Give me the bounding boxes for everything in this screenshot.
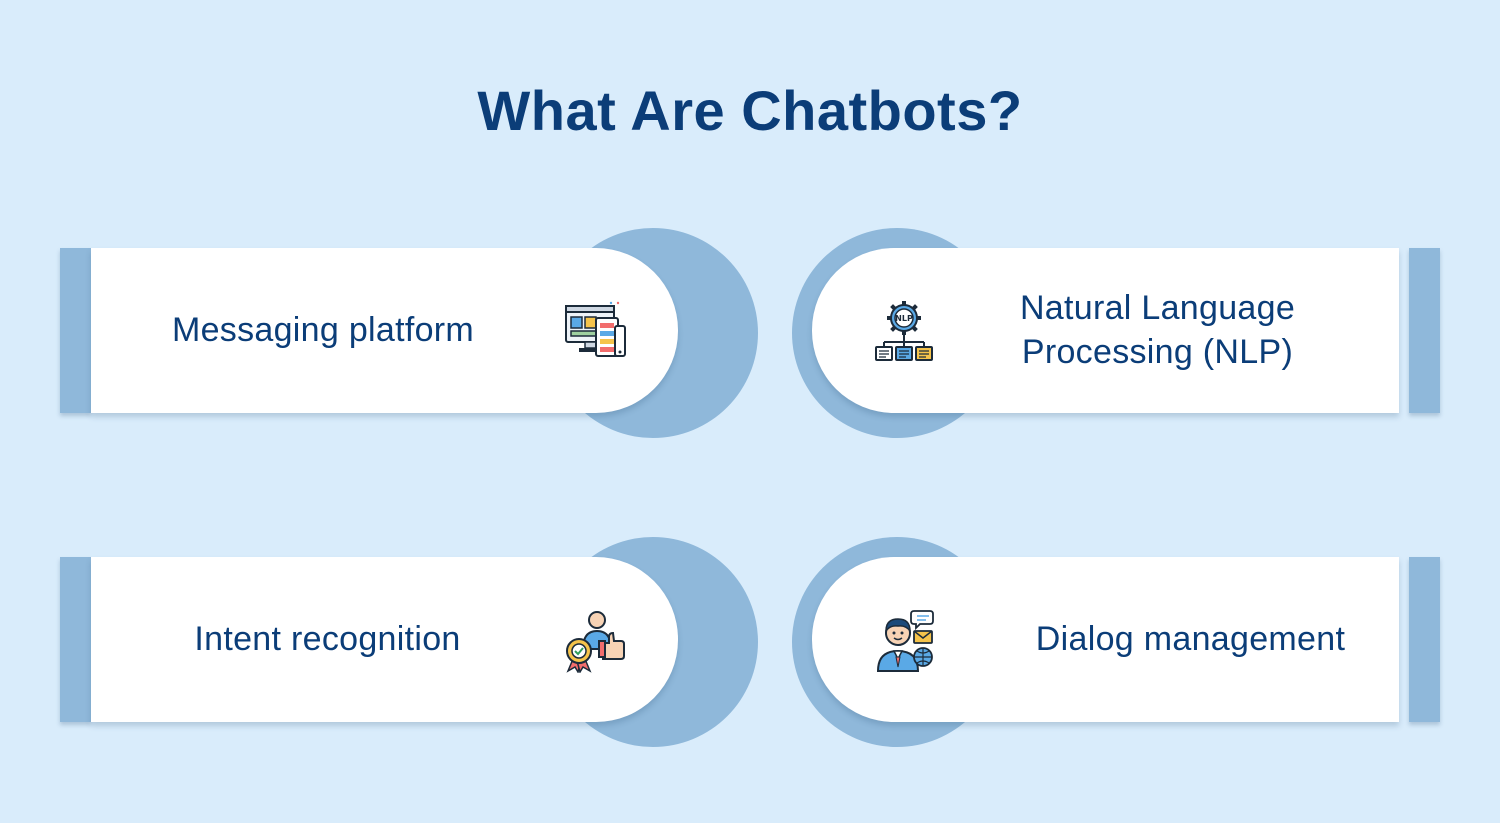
card-label-line-1: Natural Language [1019,289,1296,327]
agent-chat-globe-icon [872,609,936,673]
card-label: Intent recognition [194,620,461,658]
card-label-line-2: Processing (NLP) [1021,333,1294,371]
card-label: Dialog management [1035,620,1346,658]
page-title: What Are Chatbots? [477,79,1023,142]
card-side-bar [60,557,91,722]
devices-dashboard-icon [563,300,627,364]
card-side-bar [1409,557,1440,722]
card-intent-recognition: Intent recognition [60,537,758,747]
person-badge-thumbs-up-icon [563,609,627,674]
card-panel [812,557,1399,722]
card-side-bar [1409,248,1440,413]
card-label: Messaging platform [171,311,475,349]
nlp-icon-text: NLP [895,314,913,323]
nlp-gear-icon: NLP [872,300,936,364]
card-nlp: NLP Natural Language Processing (NLP) [792,228,1440,438]
card-dialog-management: Dialog management [792,537,1440,747]
card-side-bar [60,248,91,413]
card-messaging-platform: Messaging platform [60,228,758,438]
